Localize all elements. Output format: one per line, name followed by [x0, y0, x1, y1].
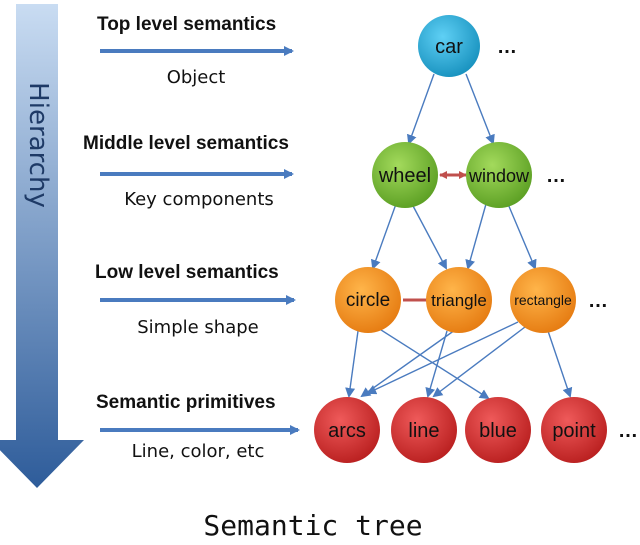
- node-label-wheel: wheel: [378, 165, 431, 187]
- tree-edges: [345, 73, 573, 400]
- node-rectangle: rectangle: [510, 267, 576, 333]
- level-subtitle-top: Object: [167, 67, 226, 88]
- node-label-point: point: [552, 420, 596, 442]
- ellipsis-top: …: [497, 36, 517, 58]
- edge-wheel-circle: [371, 203, 397, 270]
- node-arcs: arcs: [314, 397, 380, 463]
- node-label-rectangle: rectangle: [514, 292, 572, 308]
- node-triangle: triangle: [426, 267, 492, 333]
- node-label-line: line: [408, 420, 439, 442]
- edge-circle-arcs: [345, 330, 359, 398]
- hierarchy-arrow: Hierarchy: [0, 4, 84, 488]
- level-middle: Middle level semantics Key components: [83, 133, 294, 210]
- node-blue: blue: [465, 397, 531, 463]
- level-subtitle-low: Simple shape: [137, 317, 259, 338]
- level-title-low: Low level semantics: [95, 262, 279, 283]
- diagram-caption: Semantic tree: [203, 509, 422, 542]
- node-label-arcs: arcs: [328, 420, 366, 442]
- node-circle: circle: [335, 267, 401, 333]
- level-top: Top level semantics Object: [97, 14, 294, 88]
- edge-rectangle-line: [432, 326, 526, 398]
- level-title-top: Top level semantics: [97, 14, 276, 35]
- level-subtitle-middle: Key components: [124, 189, 274, 210]
- edge-rectangle-point: [547, 330, 573, 398]
- edge-triangle-arcs: [360, 329, 456, 398]
- hierarchy-label: Hierarchy: [23, 82, 53, 208]
- level-title-middle: Middle level semantics: [83, 133, 289, 154]
- node-label-window: window: [468, 166, 530, 186]
- node-line: line: [391, 397, 457, 463]
- node-label-circle: circle: [346, 290, 390, 311]
- edge-car-window: [465, 73, 495, 145]
- node-label-triangle: triangle: [431, 291, 487, 310]
- level-title-primitives: Semantic primitives: [96, 392, 276, 413]
- level-primitives: Semantic primitives Line, color, etc: [96, 392, 300, 462]
- relation-links: [403, 171, 467, 302]
- edge-wheel-triangle: [411, 203, 447, 270]
- ellipsis-primitives: …: [618, 420, 638, 442]
- node-point: point: [541, 397, 607, 463]
- edge-window-rectangle: [507, 203, 537, 270]
- node-wheel: wheel: [372, 142, 438, 208]
- ellipsis-low: …: [588, 290, 608, 312]
- level-low: Low level semantics Simple shape: [95, 262, 296, 338]
- node-label-blue: blue: [479, 420, 517, 442]
- edge-triangle-line: [425, 330, 448, 398]
- node-car: car: [418, 15, 480, 77]
- node-label-car: car: [435, 36, 463, 58]
- edge-window-triangle: [465, 203, 487, 270]
- edge-car-wheel: [407, 73, 435, 145]
- level-subtitle-primitives: Line, color, etc: [132, 441, 265, 462]
- edge-rectangle-arcs: [366, 321, 519, 395]
- ellipsis-middle: …: [546, 165, 566, 187]
- node-window: window: [466, 142, 532, 208]
